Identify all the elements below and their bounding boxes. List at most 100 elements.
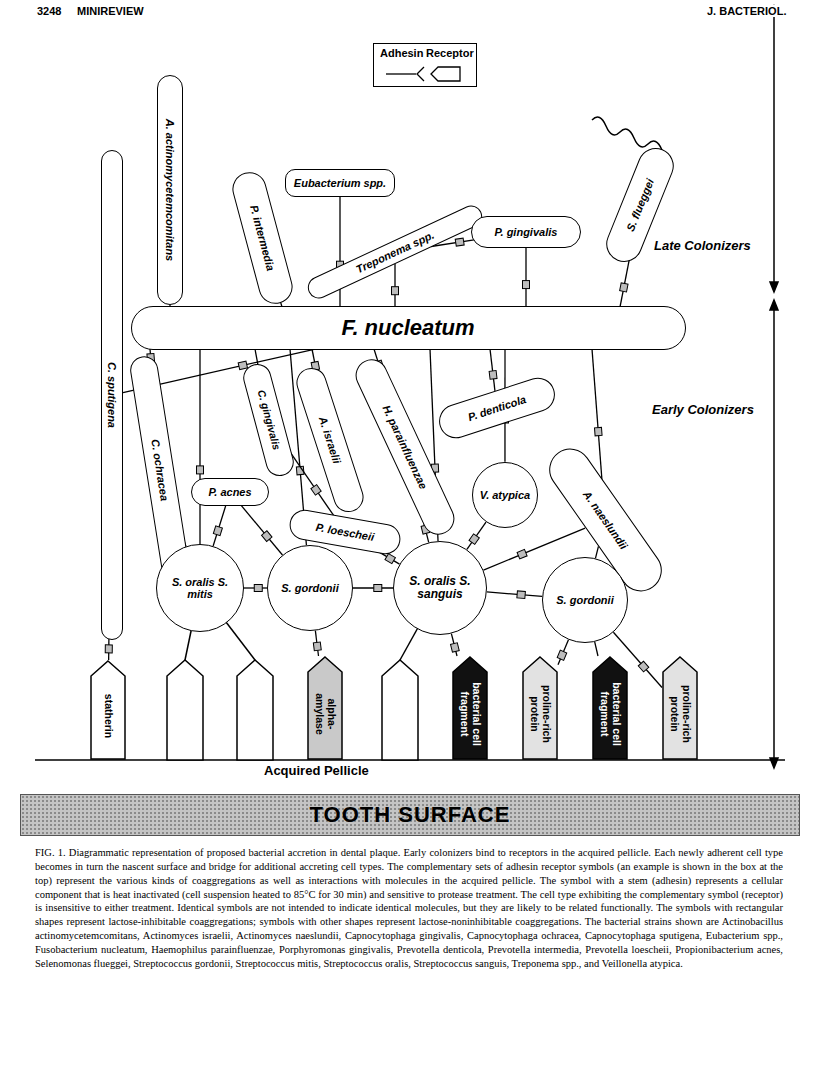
- bacterium-cell: P. acnes: [191, 478, 269, 506]
- pellicle-receptor: bacterial cell fragment: [452, 656, 488, 760]
- node-text-box: S. flueggei: [624, 177, 656, 233]
- colonizer-range-arrow: [773, 306, 775, 762]
- node-text-box: C. sputigena: [106, 362, 118, 428]
- coaggregation-symbol: [262, 531, 272, 542]
- node-text-box: S. gordonii: [556, 594, 613, 606]
- bacterium-cell: P. gingivalis: [471, 216, 581, 248]
- coccus-cell: S. oralis S. sanguis: [393, 541, 487, 635]
- species-label: P. acnes: [208, 486, 251, 498]
- coaggregation-line: [620, 255, 630, 307]
- bacterium-cell: C. gingivalis: [240, 361, 297, 479]
- pellicle-receptor: bacterial cell fragment: [592, 656, 628, 760]
- arrowhead: [770, 300, 778, 310]
- page-header: MINIREVIEW: [75, 5, 146, 17]
- coccus-cell: S. gordonii: [267, 545, 353, 631]
- coaggregation-line: [595, 642, 598, 656]
- coaggregation-symbol: [557, 650, 567, 660]
- receptor-shape: [308, 657, 342, 759]
- coaggregation-symbol: [638, 661, 649, 672]
- node-text-box: A. israelii: [317, 415, 344, 465]
- coaggregation-symbol: [620, 283, 628, 292]
- coaggregation-symbol: [197, 466, 204, 474]
- coaggregation-symbol: [385, 554, 395, 564]
- pellicle-receptor: proline-rich protein: [662, 656, 698, 760]
- node-text-box: C. ochracea: [149, 438, 171, 502]
- coaggregation-symbol: [311, 485, 321, 496]
- node-text-box: S. gordonii: [281, 582, 338, 594]
- species-label: C. ochracea: [149, 438, 171, 502]
- node-text-box: bacterial cell fragment: [458, 660, 482, 756]
- coccus-cell: S. gordonii: [542, 557, 628, 643]
- node-text-box: proline-rich protein: [528, 660, 552, 756]
- node-text-box: P. loescheii: [315, 521, 375, 543]
- legend-text: Adhesin: [380, 47, 423, 59]
- node-text-box: P. denticola: [466, 393, 527, 423]
- caption-text: FIG. 1. Diagrammatic representation of p…: [35, 847, 783, 969]
- species-label: proline-rich protein: [528, 678, 552, 750]
- pellicle-receptor: [382, 660, 418, 760]
- page-header: J. BACTERIOL.: [705, 5, 788, 17]
- coaggregation-symbol: [517, 591, 526, 599]
- flagellum: [592, 117, 662, 150]
- coaggregation-line: [558, 640, 568, 665]
- coaggregation-line: [467, 522, 486, 549]
- node-text-box: Eubacterium spp.: [294, 177, 386, 189]
- coaggregation-symbol: [455, 238, 464, 246]
- node-text-box: alpha-amylase: [313, 660, 337, 756]
- receptor-shape: [91, 661, 125, 759]
- species-label: P. gingivalis: [495, 226, 558, 238]
- receptor-shape: [663, 657, 697, 759]
- page-header: 3248: [35, 5, 63, 17]
- pellicle-receptor: statherin: [90, 660, 126, 760]
- coaggregation-line: [339, 197, 340, 307]
- coaggregation-symbol: [313, 642, 321, 651]
- species-label: S. flueggei: [624, 177, 656, 233]
- stage-label: Early Colonizers: [650, 402, 756, 417]
- species-label: bacterial cell fragment: [458, 678, 482, 750]
- species-label: S. oralis S. sanguis: [407, 575, 473, 602]
- stage-label: Late Colonizers: [652, 238, 753, 253]
- coaggregation-line: [487, 592, 542, 597]
- species-label: P. denticola: [466, 393, 527, 423]
- node-text-box: S. oralis S. mitis: [170, 576, 230, 601]
- node-text-box: proline-rich protein: [668, 660, 692, 756]
- species-label: A. israelii: [317, 415, 344, 465]
- bacterium-cell: F. nucleatum: [131, 306, 686, 350]
- species-label: P. loescheii: [315, 521, 375, 543]
- pellicle-receptor: alpha-amylase: [307, 656, 343, 760]
- node-text-box: P. gingivalis: [495, 226, 558, 238]
- species-label: C. sputigena: [106, 362, 118, 428]
- node-text-box: statherin: [102, 676, 114, 744]
- coaggregation-symbol: [105, 645, 112, 653]
- coaggregation-line: [353, 587, 393, 588]
- coaggregation-line: [490, 349, 495, 391]
- species-label: A. naeslundii: [580, 488, 629, 551]
- node-text-box: H. parainfluenzae: [380, 403, 430, 491]
- coaggregation-symbol: [517, 549, 527, 559]
- species-label: proline-rich protein: [668, 678, 692, 750]
- coaggregation-symbol: [254, 585, 262, 592]
- node-text-box: P. acnes: [208, 486, 251, 498]
- bacterium-cell: C. sputigena: [101, 150, 123, 640]
- coaggregation-line: [241, 505, 282, 555]
- coaggregation-symbol: [451, 643, 460, 652]
- species-label: H. parainfluenzae: [380, 403, 430, 491]
- coaggregation-symbol: [489, 371, 497, 380]
- node-text-box: bacterial cell fragment: [598, 660, 622, 756]
- pellicle-label: Acquired Pellicle: [262, 763, 371, 778]
- receptor-shape: [453, 657, 487, 759]
- bacterium-cell: A. actinomycetemcomitans: [157, 75, 183, 305]
- species-label: alpha-amylase: [313, 678, 337, 750]
- bacterium-cell: A. israelii: [293, 364, 368, 516]
- coaggregation-symbol: [469, 534, 479, 545]
- species-label: Eubacterium spp.: [294, 177, 386, 189]
- bacterium-cell: H. parainfluenzae: [350, 354, 459, 540]
- coaggregation-symbol: [213, 526, 222, 536]
- coaggregation-line: [199, 349, 200, 544]
- legend-text: Receptor: [426, 47, 474, 59]
- species-label: bacterial cell fragment: [598, 678, 622, 750]
- node-text-box: S. oralis S. sanguis: [407, 575, 473, 602]
- species-label: P. intermedia: [247, 204, 276, 273]
- coaggregation-line: [213, 506, 226, 546]
